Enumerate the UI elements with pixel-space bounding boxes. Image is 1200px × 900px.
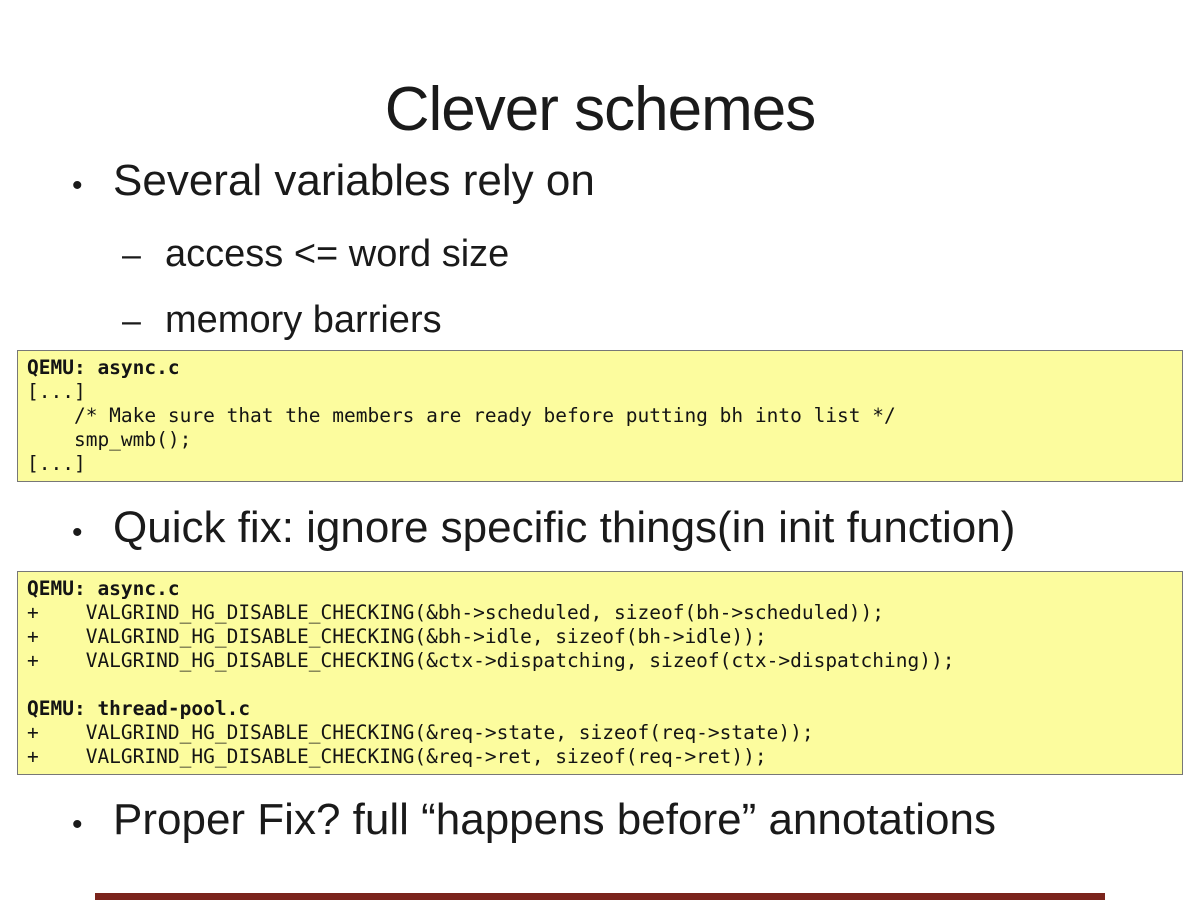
code-block-valgrind-disable: QEMU: async.c + VALGRIND_HG_DISABLE_CHEC… — [17, 571, 1183, 775]
code-line: [...] — [27, 380, 86, 403]
code-line: QEMU: async.c — [27, 577, 180, 600]
code-line: + VALGRIND_HG_DISABLE_CHECKING(&bh->idle… — [27, 625, 767, 648]
code-line: QEMU: thread-pool.c — [27, 697, 251, 720]
bullet-dot-icon: • — [72, 516, 83, 549]
code-line: + VALGRIND_HG_DISABLE_CHECKING(&req->ret… — [27, 745, 767, 768]
slide-footer-bar — [95, 893, 1105, 900]
code-line: [...] — [27, 452, 86, 475]
bullet-text: Several variables rely on — [113, 156, 595, 205]
code-line — [27, 673, 1182, 697]
dash-marker-icon: – — [122, 236, 141, 274]
subbullet-text: access <= word size — [165, 233, 510, 275]
code-line: /* Make sure that the members are ready … — [27, 404, 896, 427]
bullet-dot-icon: • — [72, 808, 83, 841]
code-block-memory-barrier: QEMU: async.c [...] /* Make sure that th… — [17, 350, 1183, 482]
subbullet-memory-barriers: – memory barriers — [122, 299, 442, 342]
code-line: + VALGRIND_HG_DISABLE_CHECKING(&req->sta… — [27, 721, 814, 744]
code-line: QEMU: async.c — [27, 356, 180, 379]
bullet-text: Quick fix: ignore specific things(in ini… — [113, 503, 1016, 552]
subbullet-access-word-size: – access <= word size — [122, 233, 509, 276]
bullet-proper-fix: • Proper Fix? full “happens before” anno… — [72, 795, 996, 845]
dash-marker-icon: – — [122, 302, 141, 340]
slide-title: Clever schemes — [384, 75, 816, 144]
code-line: + VALGRIND_HG_DISABLE_CHECKING(&bh->sche… — [27, 601, 885, 624]
bullet-several-variables: • Several variables rely on — [72, 156, 595, 206]
code-line: + VALGRIND_HG_DISABLE_CHECKING(&ctx->dis… — [27, 649, 955, 672]
bullet-dot-icon: • — [72, 169, 83, 202]
bullet-quick-fix: • Quick fix: ignore specific things(in i… — [72, 503, 1015, 553]
code-line: smp_wmb(); — [27, 428, 192, 451]
subbullet-text: memory barriers — [165, 299, 442, 341]
bullet-text: Proper Fix? full “happens before” annota… — [113, 795, 996, 844]
